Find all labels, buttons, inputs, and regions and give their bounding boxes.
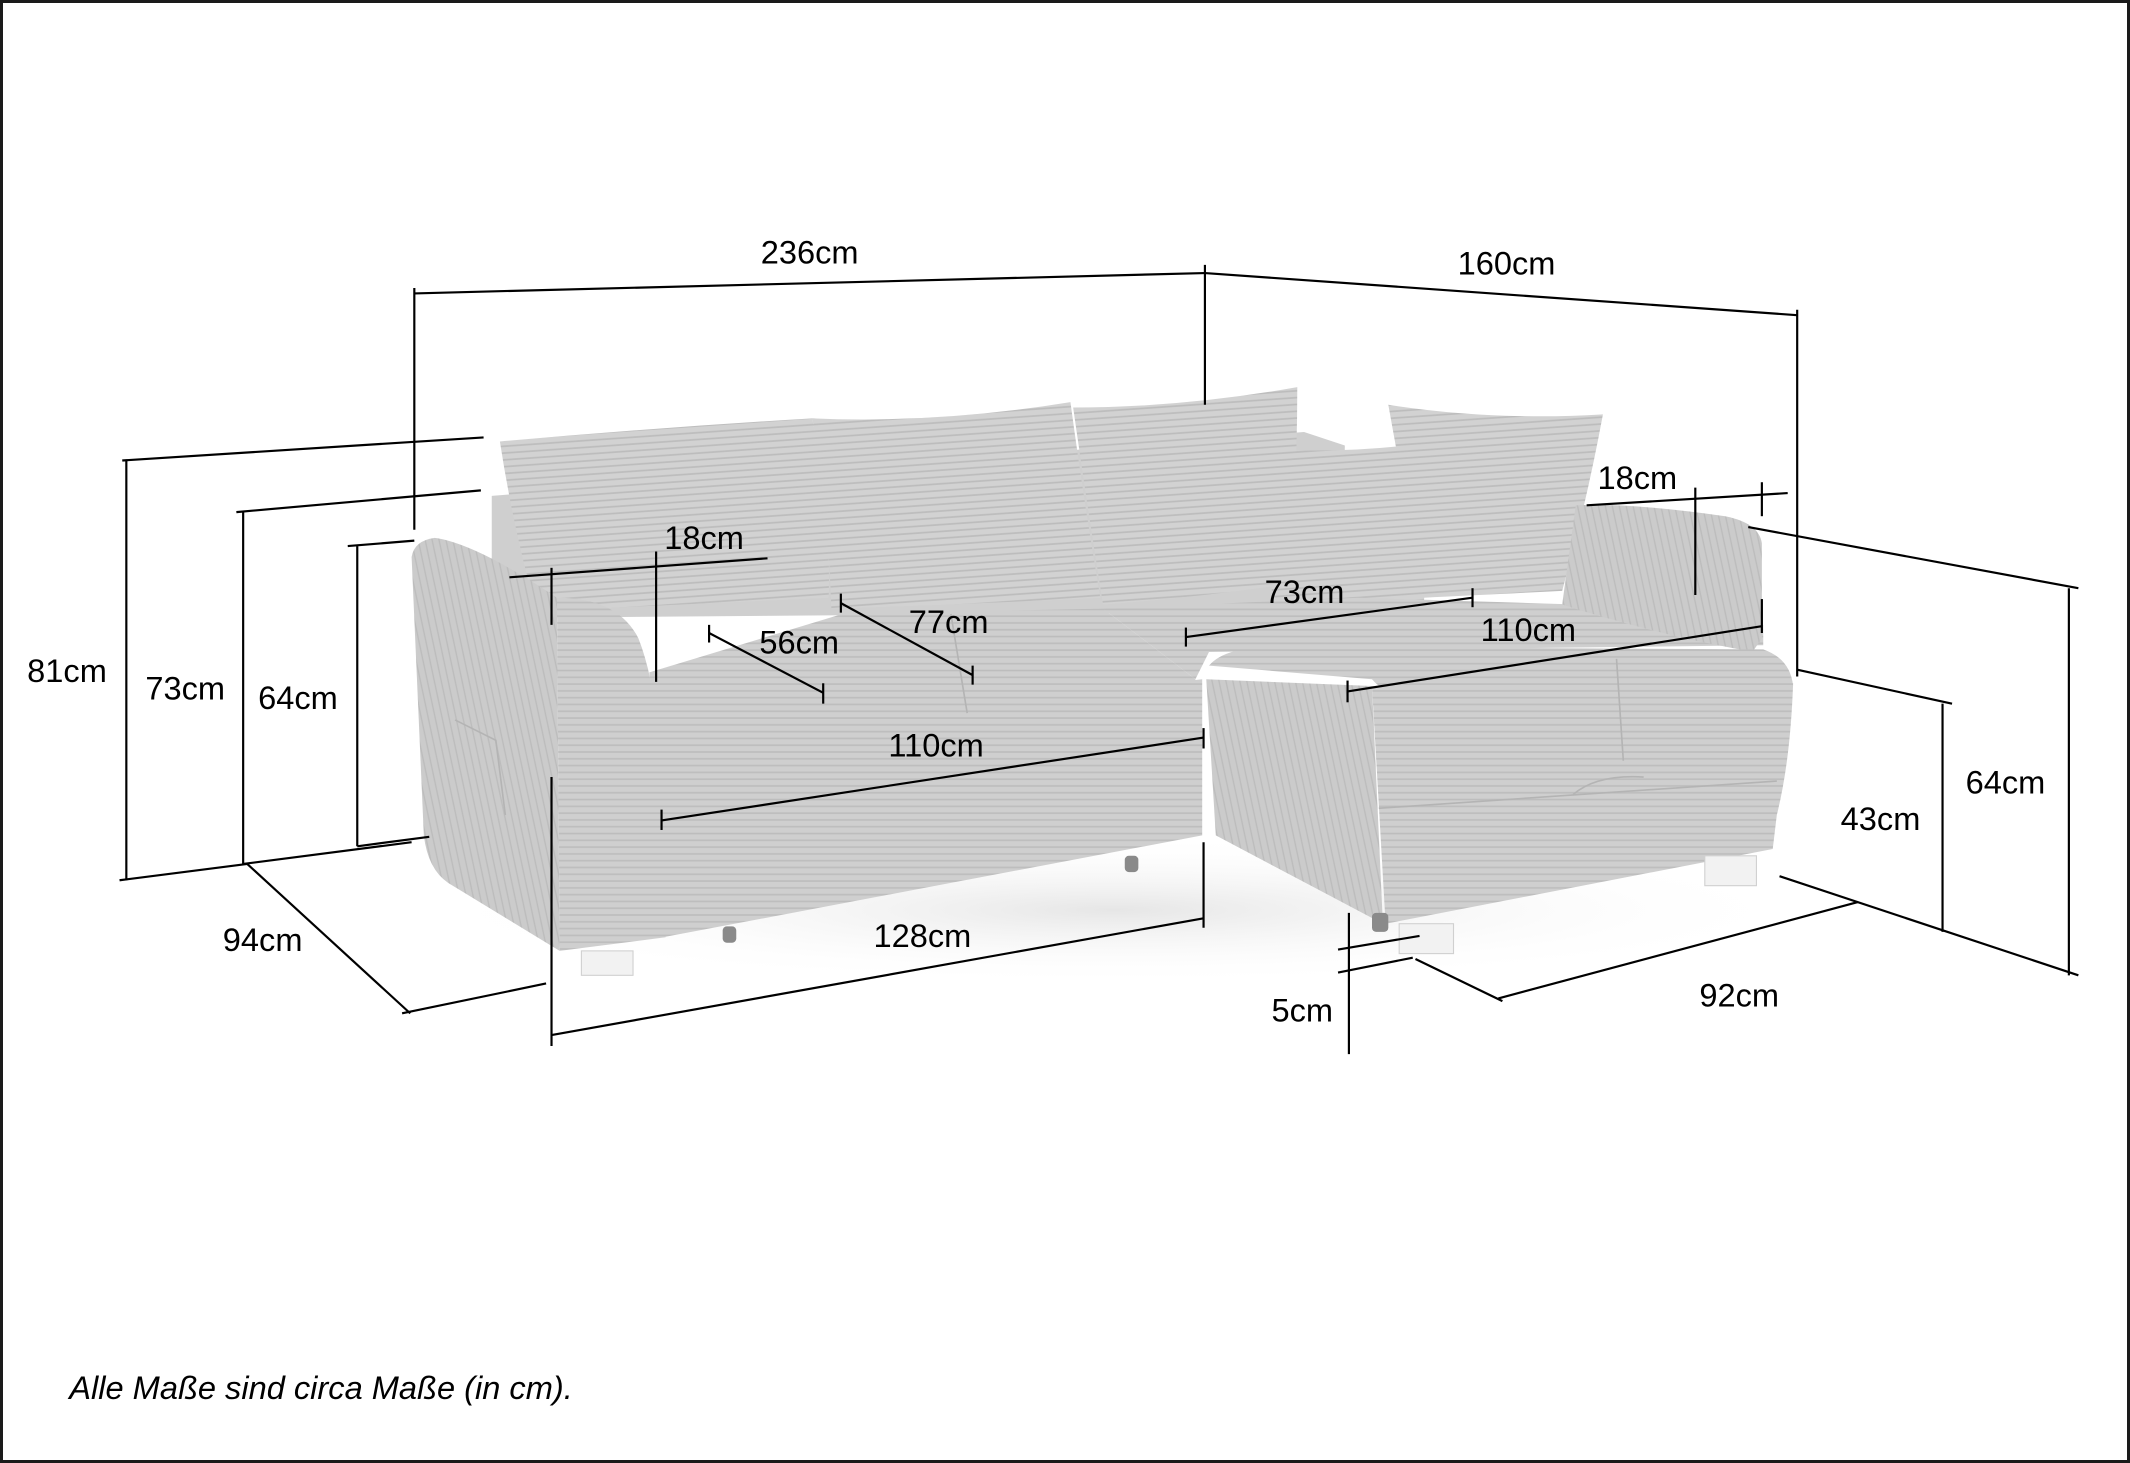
back-pillow-4 [1388, 404, 1603, 598]
sofa-leg [1704, 855, 1757, 887]
left-armrest-side [411, 537, 560, 951]
left-seat-front [658, 679, 1203, 938]
left-seat-cushion [649, 608, 1196, 761]
label-chaise-seat-height: 43cm [1841, 800, 1921, 837]
label-seat-depth-with-back: 77cm [909, 603, 989, 640]
scatter-pillow [1256, 441, 1438, 614]
label-chaise-width: 92cm [1699, 977, 1779, 1014]
back-pillow-2 [812, 402, 1101, 609]
sofa-leg [1124, 855, 1139, 873]
label-armrest-height-right: 64cm [1966, 763, 2046, 800]
chaise-front [1372, 683, 1794, 924]
sofa-leg [722, 926, 737, 943]
chaise-left-side [1206, 679, 1383, 924]
sofa-illustration [407, 387, 1821, 985]
label-total-height: 81cm [27, 652, 107, 689]
label-front-width: 128cm [873, 917, 971, 954]
dimension-lines [119, 264, 2079, 1055]
chaise-handle [1572, 775, 1644, 796]
label-total-width: 236cm [761, 234, 859, 271]
label-chaise-length: 160cm [1458, 244, 1556, 281]
middle-seat [1103, 597, 1764, 680]
label-chaise-seat-length: 110cm [1481, 611, 1576, 648]
dimension-labels: 236cm 160cm 81cm 73cm 64cm 94cm 18cm 56c… [27, 234, 2045, 1029]
label-depth: 94cm [223, 921, 303, 958]
label-armrest-height-left: 64cm [258, 679, 338, 716]
back-pillow-1 [499, 418, 829, 612]
label-seat-width: 110cm [888, 727, 983, 764]
sofa-leg [580, 950, 634, 976]
label-armrest-width-left: 18cm [664, 519, 744, 556]
sofa-leg [1372, 912, 1389, 932]
label-back-height: 73cm [145, 670, 225, 707]
label-chaise-seat-depth: 73cm [1265, 573, 1345, 610]
label-armrest-width-right: 18cm [1598, 459, 1678, 496]
label-leg-height: 5cm [1271, 992, 1333, 1029]
footnote: Alle Maße sind circa Maße (in cm). [67, 1369, 573, 1406]
label-seat-depth: 56cm [759, 623, 839, 660]
back-pillow-3 [1073, 387, 1298, 605]
right-armrest [1562, 504, 1762, 653]
left-armrest-front [556, 597, 666, 951]
